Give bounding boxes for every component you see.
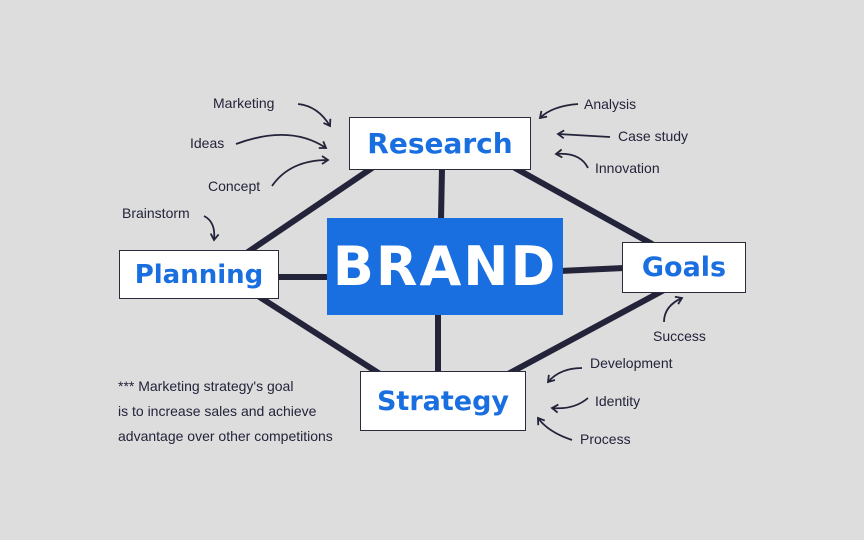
node-research-label: Research [367,127,513,160]
arrow-icon [663,295,684,323]
arrow-icon [203,215,220,242]
note-line: advantage over other competitions [118,428,333,444]
annotation-marketing: Marketing [213,95,275,111]
annotation-process: Process [580,431,631,447]
annotation-success: Success [653,328,706,344]
annotation-innovation: Innovation [595,160,660,176]
note-line: *** Marketing strategy's goal [118,378,294,394]
arrow-icon [297,103,332,128]
link-planning-strategy [255,293,383,377]
annotation-identity: Identity [595,393,641,409]
link-brand-goals [557,265,627,274]
annotation-concept: Concept [208,178,261,194]
strategy-note: *** Marketing strategy's goal is to incr… [118,374,333,449]
note-line: is to increase sales and achieve [118,403,317,419]
brand-label: BRAND [332,235,558,298]
arrow-icon [556,129,611,140]
annotation-analysis: Analysis [584,96,637,112]
link-research-planning [245,165,375,255]
arrow-icon [546,367,583,384]
link-research-brand [438,165,445,223]
arrow-icon [537,416,573,441]
node-planning[interactable]: Planning [119,250,279,299]
link-research-goals [512,165,655,247]
node-goals-label: Goals [641,252,727,283]
annotation-case-study: Case study [618,128,689,144]
arrow-icon [271,155,330,187]
node-brand[interactable]: BRAND [327,218,563,315]
annotation-development: Development [590,355,673,371]
arrow-icon [550,397,589,414]
node-strategy-label: Strategy [376,385,510,417]
node-research[interactable]: Research [349,117,531,170]
arrow-icon [538,103,579,120]
node-planning-label: Planning [134,259,264,290]
link-goals-strategy [505,287,667,377]
arrow-icon [554,148,589,169]
node-goals[interactable]: Goals [622,242,746,293]
node-strategy[interactable]: Strategy [360,371,526,431]
annotation-brainstorm: Brainstorm [122,205,190,221]
annotation-ideas: Ideas [190,135,225,151]
arrow-icon [235,134,328,149]
